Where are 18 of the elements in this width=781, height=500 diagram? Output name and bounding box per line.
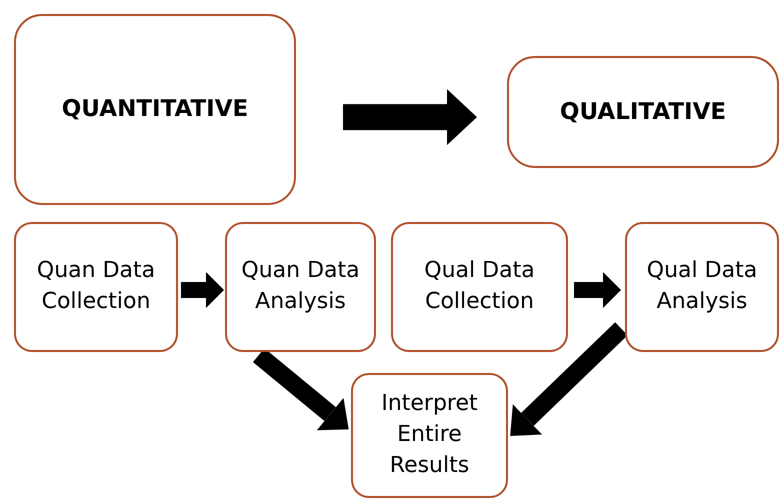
box-label: Quan Data Analysis	[240, 257, 361, 316]
block-arrow	[574, 272, 621, 308]
box-label: Qual Data Collection	[423, 257, 536, 316]
process-box	[14, 222, 178, 352]
box-label: Interpret Entire Results	[380, 390, 479, 480]
process-box	[351, 373, 508, 498]
process-box	[225, 222, 376, 352]
process-box	[625, 222, 779, 352]
box-label: QUANTITATIVE	[62, 95, 248, 124]
block-arrow	[181, 272, 224, 308]
box-label: Qual Data Analysis	[646, 257, 758, 316]
box-label: QUALITATIVE	[560, 98, 726, 126]
box-label: Quan Data Collection	[36, 257, 156, 316]
process-box	[391, 222, 568, 352]
block-arrow	[343, 89, 477, 146]
block-arrow	[510, 322, 628, 436]
process-box	[14, 14, 296, 205]
process-box	[507, 56, 779, 168]
